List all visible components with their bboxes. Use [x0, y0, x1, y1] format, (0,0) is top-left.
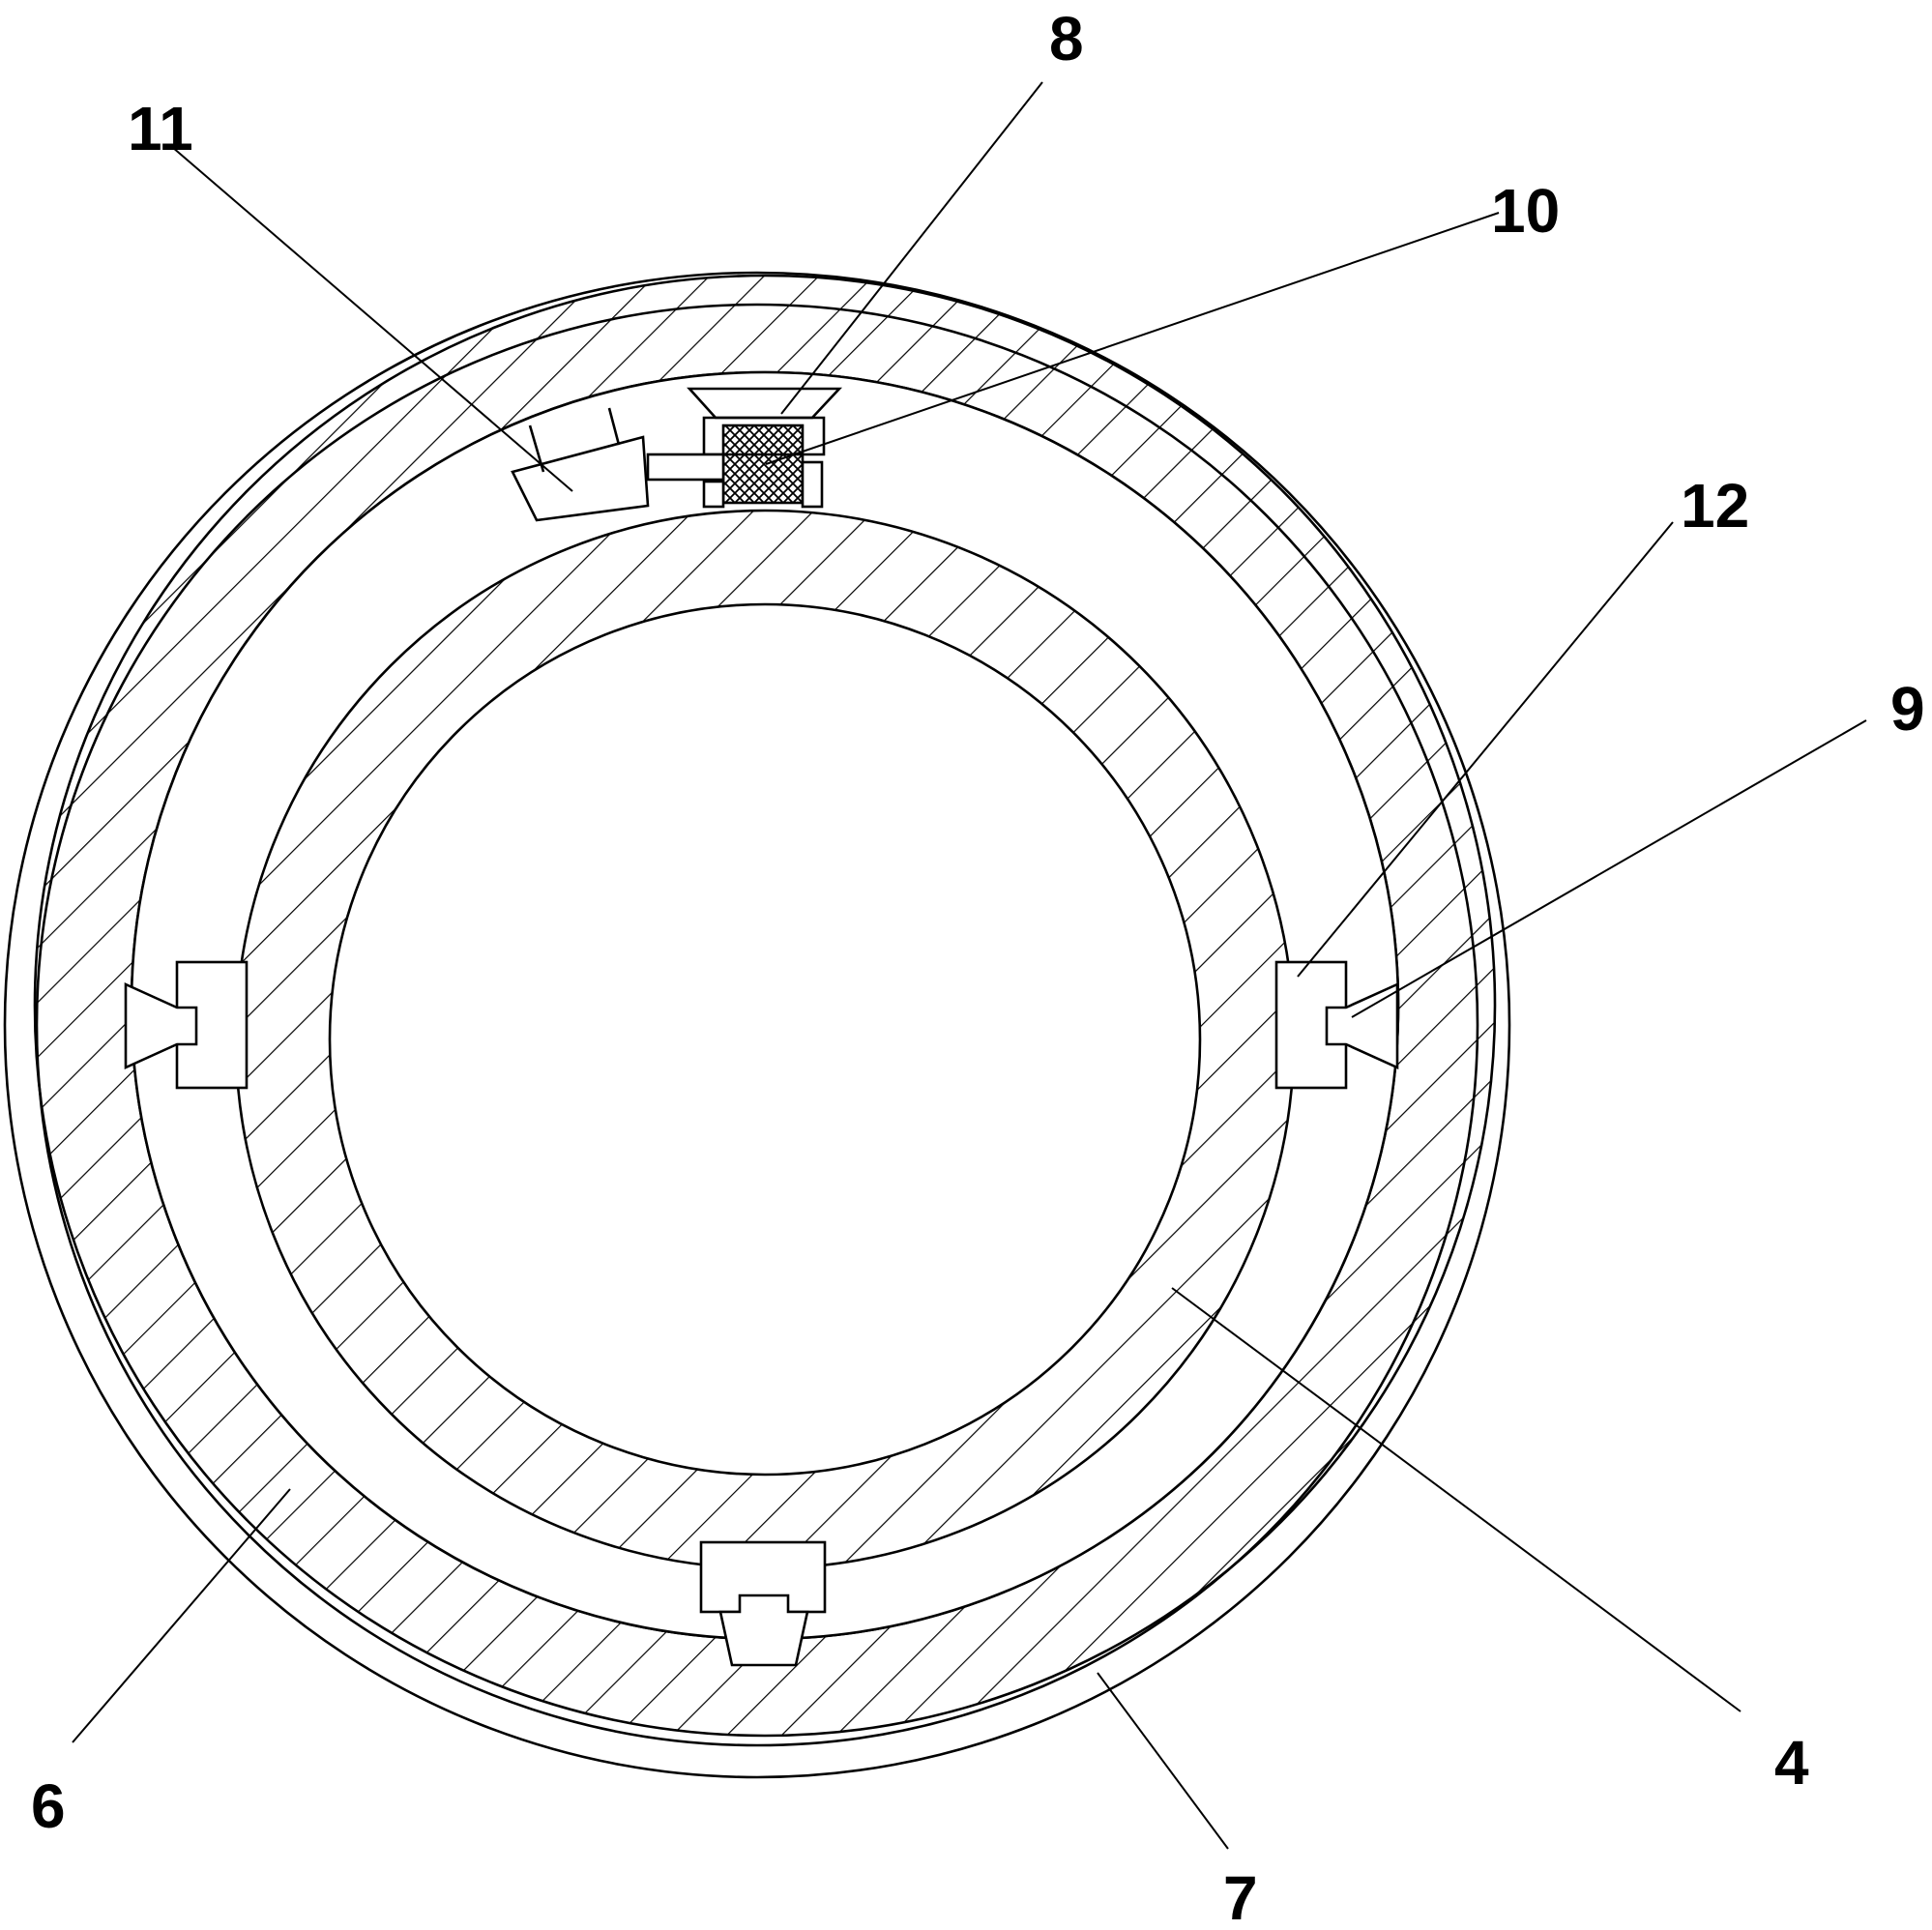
leader-8 [780, 81, 1043, 415]
label-8: 8 [1049, 4, 1084, 73]
leader-10 [765, 212, 1500, 465]
label-10: 10 [1491, 176, 1560, 246]
label-9: 9 [1890, 674, 1925, 744]
leader-12 [1297, 521, 1674, 978]
connecting-rod [646, 453, 725, 482]
left-slider-block [124, 960, 249, 1090]
inner-ring-inner-edge [328, 602, 1202, 1477]
right-slider-block [1274, 960, 1399, 1090]
label-12: 12 [1681, 471, 1749, 541]
label-11: 11 [128, 94, 193, 163]
leader-lines [72, 81, 1867, 1850]
top-funnel [687, 387, 842, 456]
label-7: 7 [1223, 1863, 1258, 1925]
mesh-filter [721, 424, 805, 505]
leader-6 [72, 1488, 291, 1743]
bottom-slider-block [699, 1540, 827, 1667]
filter-mount [702, 460, 824, 509]
leader-7 [1097, 1672, 1229, 1850]
leader-9 [1351, 719, 1867, 1018]
label-6: 6 [31, 1771, 66, 1841]
callout-labels: 8 11 10 12 9 6 4 7 [31, 4, 1925, 1930]
leader-11 [171, 146, 573, 492]
funnel-cup [687, 387, 842, 420]
leader-4 [1171, 1287, 1742, 1712]
label-4: 4 [1774, 1728, 1809, 1798]
nozzle-body [511, 407, 650, 522]
